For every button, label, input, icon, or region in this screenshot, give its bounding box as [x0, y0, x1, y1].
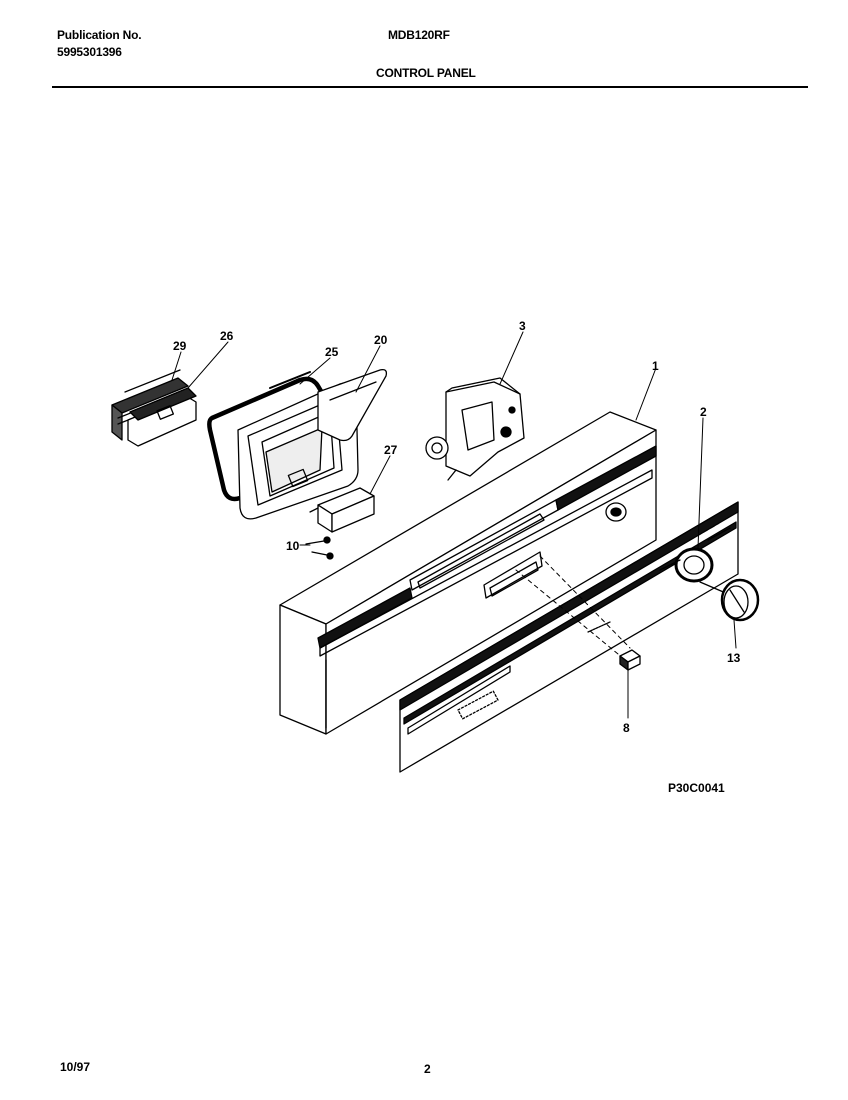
callout-20: 20 — [374, 333, 388, 347]
footer-date: 10/97 — [60, 1060, 91, 1074]
part-8-button — [619, 649, 641, 671]
part-1-panel-housing — [279, 411, 657, 735]
drawing-code: P30C0041 — [668, 781, 725, 795]
leader-lines — [171, 331, 737, 719]
callout-3: 3 — [519, 319, 526, 333]
page-number: 2 — [424, 1062, 431, 1076]
callout-labels: 29 26 25 20 3 1 2 27 10 13 8 P30C0041 — [173, 319, 741, 795]
callout-13: 13 — [727, 651, 741, 665]
callout-27: 27 — [384, 443, 398, 457]
part-10-screws — [305, 536, 334, 560]
callout-29: 29 — [173, 339, 187, 353]
callout-8: 8 — [623, 721, 630, 735]
callout-1: 1 — [652, 359, 659, 373]
part-3-timer — [425, 377, 525, 481]
callout-26: 26 — [220, 329, 234, 343]
part-27-relay — [309, 487, 375, 533]
part-2-faceplate — [399, 501, 739, 773]
section-title: CONTROL PANEL — [376, 66, 476, 80]
part-26-board — [127, 387, 197, 447]
publication-label: Publication No. — [57, 28, 142, 42]
model-number: MDB120RF — [388, 28, 450, 42]
part-13-knob — [699, 578, 760, 622]
callout-10: 10 — [286, 539, 300, 553]
header-rule — [52, 86, 808, 88]
alignment-lines — [515, 523, 719, 655]
publication-number: 5995301396 — [57, 45, 122, 59]
part-20-dispenser — [237, 368, 388, 520]
callout-2: 2 — [700, 405, 707, 419]
callout-25: 25 — [325, 345, 339, 359]
